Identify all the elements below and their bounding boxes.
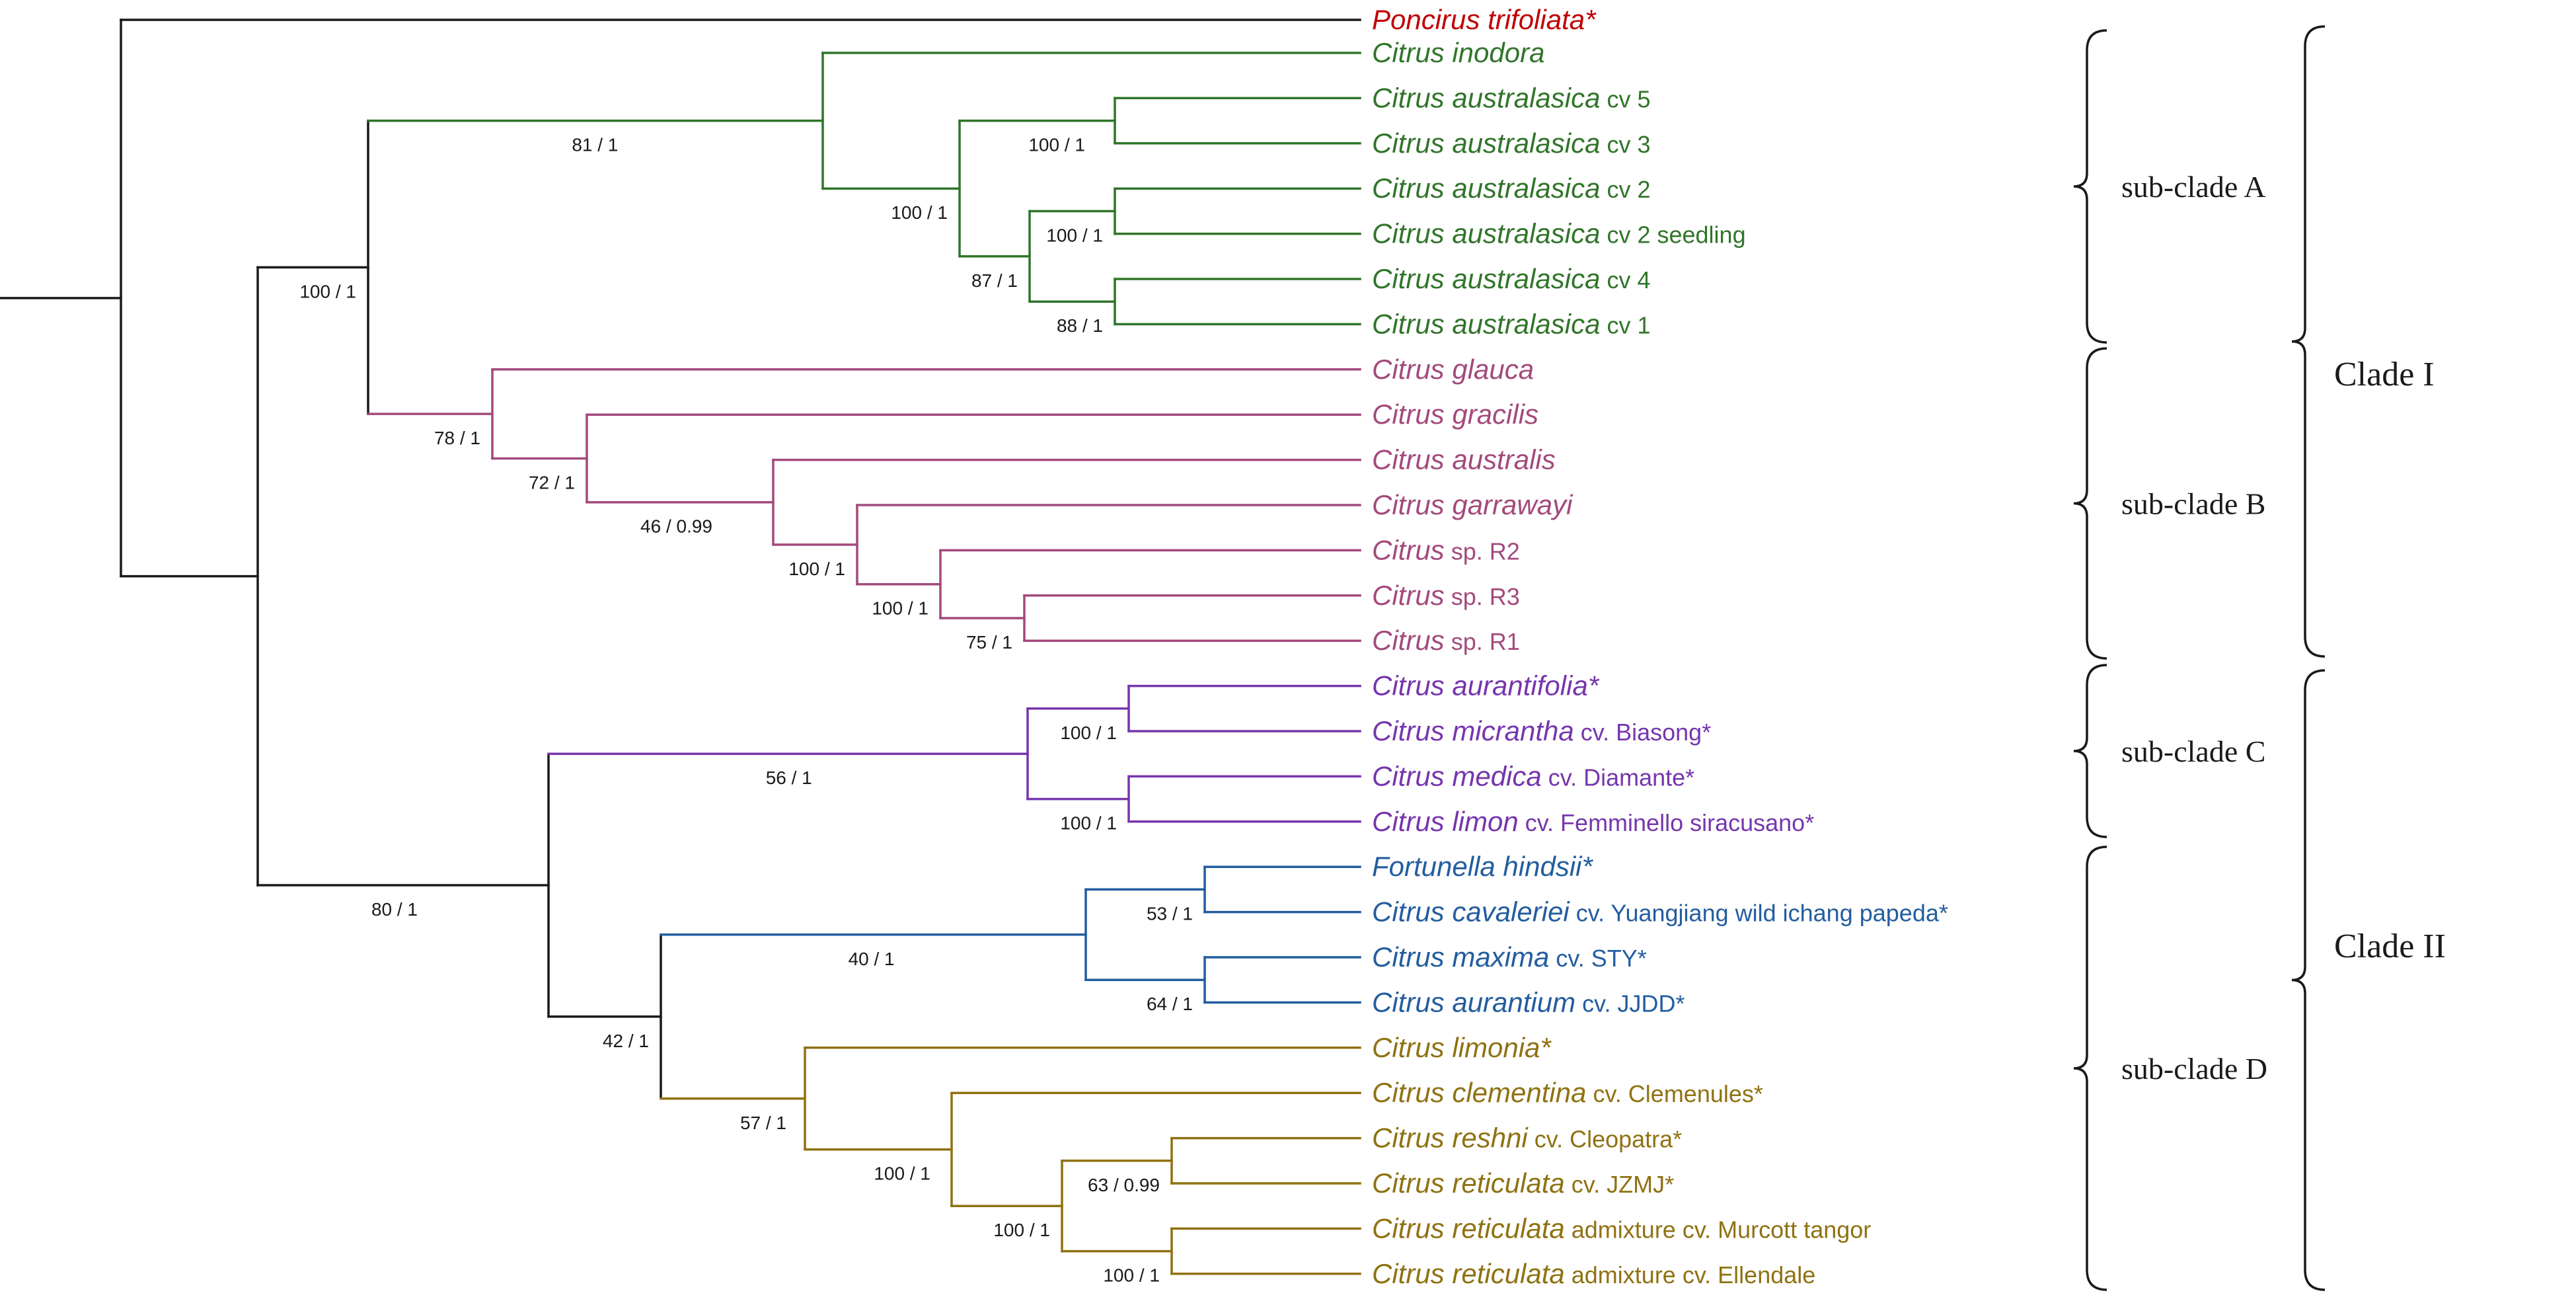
taxon-label: Citrus australasica cv 5 bbox=[1372, 82, 1651, 113]
support-value: 87 / 1 bbox=[971, 270, 1018, 291]
taxon-label: Citrus australis bbox=[1372, 444, 1556, 475]
taxon-label: Citrus medica cv. Diamante* bbox=[1372, 760, 1694, 791]
support-value: 56 / 1 bbox=[766, 768, 812, 788]
taxon-label: Citrus australasica cv 3 bbox=[1372, 128, 1651, 159]
support-value: 40 / 1 bbox=[849, 949, 895, 969]
support-value: 100 / 1 bbox=[1103, 1265, 1160, 1286]
taxon-label: Citrus sp. R3 bbox=[1372, 580, 1520, 611]
subclade-bracket bbox=[2073, 347, 2107, 660]
support-value: 46 / 0.99 bbox=[640, 516, 712, 537]
taxon-label: Citrus reticulata cv. JZMJ* bbox=[1372, 1167, 1674, 1199]
subclade-label: sub-clade D bbox=[2121, 1052, 2267, 1086]
taxon-label: Citrus australasica cv 2 bbox=[1372, 173, 1651, 204]
taxon-label: Citrus sp. R2 bbox=[1372, 534, 1520, 565]
taxon-label: Citrus limonia* bbox=[1372, 1032, 1552, 1063]
support-value: 78 / 1 bbox=[434, 428, 480, 448]
support-value: 100 / 1 bbox=[874, 1164, 930, 1184]
subclade-label: sub-clade C bbox=[2121, 734, 2265, 768]
subclade-bracket bbox=[2073, 664, 2107, 838]
support-value: 72 / 1 bbox=[529, 472, 575, 493]
support-value: 63 / 0.99 bbox=[1088, 1175, 1160, 1195]
support-value: 100 / 1 bbox=[299, 281, 356, 301]
taxon-label: Citrus micrantha cv. Biasong* bbox=[1372, 715, 1711, 746]
taxon-label: Citrus limon cv. Femminello siracusano* bbox=[1372, 806, 1814, 837]
support-value: 100 / 1 bbox=[1060, 723, 1117, 743]
support-value: 100 / 1 bbox=[993, 1220, 1050, 1240]
support-value: 100 / 1 bbox=[788, 559, 845, 579]
support-value: 100 / 1 bbox=[891, 202, 948, 223]
support-value: 80 / 1 bbox=[371, 899, 418, 920]
support-value: 88 / 1 bbox=[1057, 315, 1103, 336]
support-value: 100 / 1 bbox=[1060, 813, 1117, 834]
clade-label: Clade I bbox=[2334, 356, 2435, 393]
taxon-label: Citrus australasica cv 2 seedling bbox=[1372, 218, 1746, 249]
subclade-bracket bbox=[2073, 29, 2107, 344]
taxon-label: Citrus australasica cv 1 bbox=[1372, 308, 1651, 339]
taxon-label: Citrus garrawayi bbox=[1372, 489, 1573, 520]
taxon-label: Citrus inodora bbox=[1372, 37, 1544, 68]
taxon-label: Poncirus trifoliata* bbox=[1372, 4, 1597, 35]
taxon-label: Citrus australasica cv 4 bbox=[1372, 263, 1651, 294]
subclade-label: sub-clade B bbox=[2121, 487, 2265, 521]
support-value: 100 / 1 bbox=[1046, 225, 1103, 245]
taxon-label: Citrus maxima cv. STY* bbox=[1372, 941, 1647, 972]
support-value: 100 / 1 bbox=[1028, 135, 1085, 155]
taxon-label: Citrus gracilis bbox=[1372, 399, 1538, 430]
taxon-label: Citrus reshni cv. Cleopatra* bbox=[1372, 1123, 1682, 1154]
taxon-label: Citrus aurantifolia* bbox=[1372, 670, 1600, 701]
clade-bracket bbox=[2291, 669, 2326, 1291]
support-value: 42 / 1 bbox=[603, 1031, 649, 1051]
taxon-label: Citrus aurantium cv. JJDD* bbox=[1372, 986, 1685, 1017]
taxon-label: Citrus cavaleriei cv. Yuangjiang wild ic… bbox=[1372, 896, 1948, 928]
clade-bracket bbox=[2291, 25, 2326, 658]
taxon-label: Fortunella hindsii* bbox=[1372, 851, 1594, 882]
subclade-label: sub-clade A bbox=[2121, 170, 2265, 204]
taxon-label: Citrus glauca bbox=[1372, 354, 1534, 385]
taxon-label: Citrus clementina cv. Clemenules* bbox=[1372, 1077, 1763, 1108]
support-value: 53 / 1 bbox=[1147, 903, 1193, 924]
taxon-label: Citrus reticulata admixture cv. Ellendal… bbox=[1372, 1258, 1815, 1289]
clade-label: Clade II bbox=[2334, 928, 2446, 965]
support-value: 100 / 1 bbox=[872, 598, 928, 619]
taxon-label: Citrus sp. R1 bbox=[1372, 625, 1520, 656]
support-value: 81 / 1 bbox=[572, 135, 618, 155]
support-value: 64 / 1 bbox=[1147, 994, 1193, 1014]
support-value: 57 / 1 bbox=[740, 1113, 786, 1133]
support-value: 75 / 1 bbox=[966, 632, 1012, 652]
subclade-bracket bbox=[2073, 846, 2107, 1291]
taxon-label: Citrus reticulata admixture cv. Murcott … bbox=[1372, 1212, 1871, 1244]
